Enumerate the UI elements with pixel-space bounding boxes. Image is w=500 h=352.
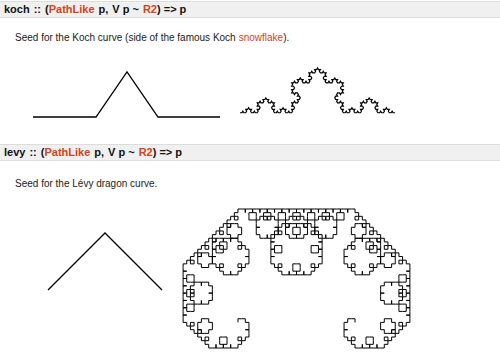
levy-seed xyxy=(48,233,162,290)
levy-dragon xyxy=(183,209,410,348)
type-constraint: V p ~ xyxy=(112,3,139,15)
description-link: snowflake xyxy=(239,32,283,43)
type-result: ) => p xyxy=(153,146,182,158)
type-operator: :: xyxy=(34,3,41,15)
signature-bar: koch::(PathLike p,V p ~ R2) => p xyxy=(0,1,500,18)
type-operator: :: xyxy=(29,146,36,158)
koch-seed xyxy=(33,72,220,117)
description-text: ). xyxy=(283,32,289,43)
type-punctuation: ( xyxy=(45,3,49,15)
type-variable: p, xyxy=(99,3,109,15)
type-variable: p, xyxy=(94,146,104,158)
type-result: ) => p xyxy=(157,3,186,15)
type-constraint: V p ~ xyxy=(108,146,135,158)
type-class-link: PathLike xyxy=(44,146,90,158)
description-text: Seed for the Lévy dragon curve. xyxy=(15,178,157,189)
description-text: Seed for the Koch curve (side of the fam… xyxy=(15,32,236,43)
signature-bar: levy::(PathLike p, V p ~ R2) => p xyxy=(0,144,500,161)
function-name: levy xyxy=(4,146,25,158)
koch-curve xyxy=(240,68,395,113)
type-link: R2 xyxy=(143,3,157,15)
type-link: R2 xyxy=(139,146,153,158)
description: Seed for the Lévy dragon curve. xyxy=(15,177,157,190)
function-name: koch xyxy=(4,3,30,15)
type-punctuation: ( xyxy=(41,146,45,158)
type-class-link: PathLike xyxy=(49,3,95,15)
description: Seed for the Koch curve (side of the fam… xyxy=(15,31,289,44)
